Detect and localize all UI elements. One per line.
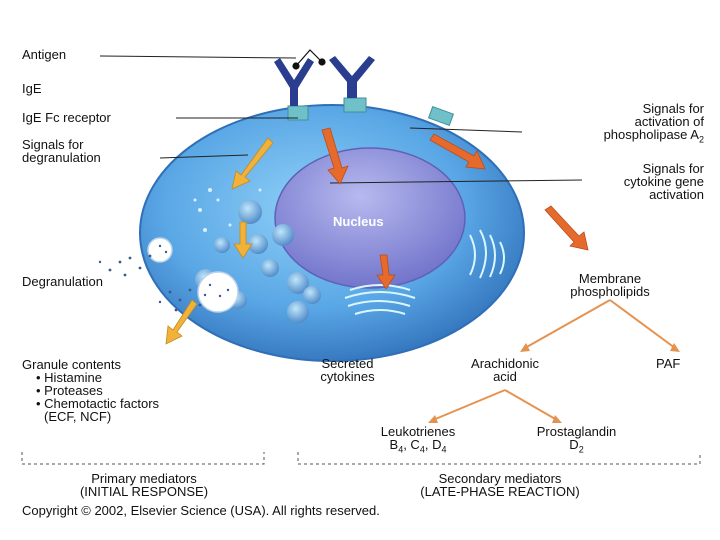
granule-item-chemotactic: • Chemotactic factors bbox=[36, 396, 160, 411]
granules bbox=[195, 200, 321, 323]
pathway-arrowheads bbox=[428, 343, 680, 423]
label-membrane-phospholipids: Membrane phospholipids bbox=[570, 271, 650, 299]
label-secondary-mediators: Secondary mediators (LATE-PHASE REACTION… bbox=[420, 471, 580, 499]
label-arachidonic-acid: Arachidonic acid bbox=[471, 356, 539, 384]
label-antigen: Antigen bbox=[22, 47, 67, 62]
leader-lines bbox=[99, 55, 583, 184]
copyright-notice: Copyright © 2002, Elsevier Science (USA)… bbox=[22, 503, 380, 518]
er-membranes bbox=[469, 229, 505, 279]
label-ige: IgE bbox=[22, 81, 42, 96]
granule-contents-heading: Granule contents bbox=[22, 357, 122, 372]
signal-arrows-yellow bbox=[165, 137, 274, 345]
label-prostaglandin: Prostaglandin D2 bbox=[536, 424, 617, 455]
nucleus-body bbox=[274, 147, 466, 289]
label-ige-fc-receptor: IgE Fc receptor bbox=[22, 110, 111, 125]
granule-note: (ECF, NCF) bbox=[44, 409, 112, 424]
pathway-lines bbox=[432, 299, 676, 421]
granule-item-proteases: • Proteases bbox=[36, 383, 103, 398]
antigen-crosslink bbox=[292, 49, 326, 70]
label-degranulation: Degranulation bbox=[22, 274, 103, 289]
golgi-stacks bbox=[344, 284, 416, 315]
signal-arrows-orange bbox=[321, 127, 589, 290]
label-signals-degranulation: Signals for degranulation bbox=[22, 137, 101, 165]
label-signals-cytokine: Signals for cytokine gene activation bbox=[623, 161, 704, 202]
label-secreted-cytokines: Secreted cytokines bbox=[320, 356, 375, 384]
granule-dots bbox=[193, 176, 262, 232]
label-signals-phospholipase: Signals for activation of phospholipase … bbox=[603, 101, 704, 145]
degranulation-vesicles bbox=[147, 237, 239, 313]
label-primary-mediators: Primary mediators (INITIAL RESPONSE) bbox=[79, 471, 209, 499]
granule-item-histamine: • Histamine bbox=[36, 370, 102, 385]
ige-fc-receptors bbox=[287, 97, 455, 127]
mediator-brackets bbox=[21, 452, 701, 465]
ige-antibodies bbox=[274, 56, 375, 106]
label-leukotrienes: Leukotrienes B4, C4, D4 bbox=[380, 424, 456, 455]
label-granule-contents: Granule contents • Histamine • Proteases… bbox=[22, 358, 159, 423]
label-nucleus: Nucleus bbox=[333, 214, 384, 229]
label-paf: PAF bbox=[656, 356, 681, 371]
